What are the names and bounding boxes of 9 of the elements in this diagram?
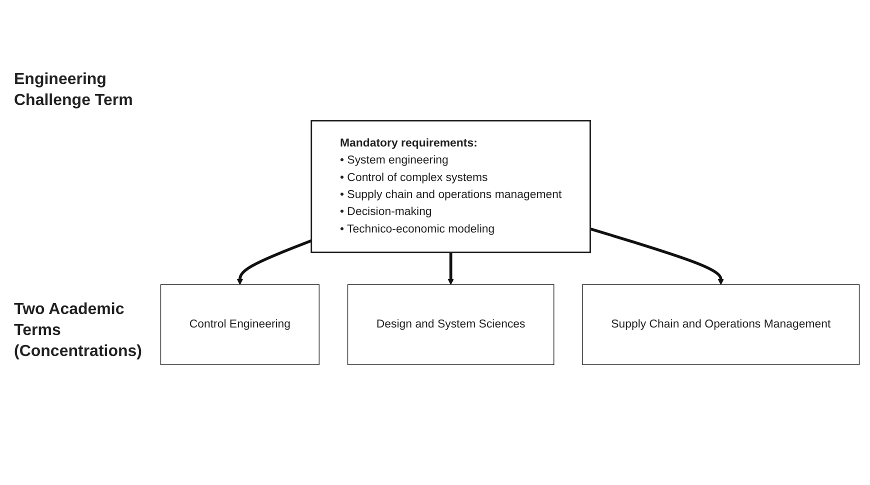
- node-box: Control Engineering: [160, 284, 320, 365]
- arrow: [236, 239, 312, 285]
- arrow: [448, 252, 454, 285]
- node-box: Supply Chain and Operations Management: [582, 284, 860, 365]
- node-box: Mandatory requirements: • System engineering • Control of complex systems • Supply chain and operations management • Decision-making • Technico-economic modeling: [310, 120, 591, 253]
- term-label: Engineering Challenge Term: [14, 70, 134, 111]
- term-label: Two Academic Terms (Concentrations): [14, 300, 143, 362]
- node-box: Design and System Sciences: [347, 284, 554, 365]
- arrow: [590, 227, 724, 285]
